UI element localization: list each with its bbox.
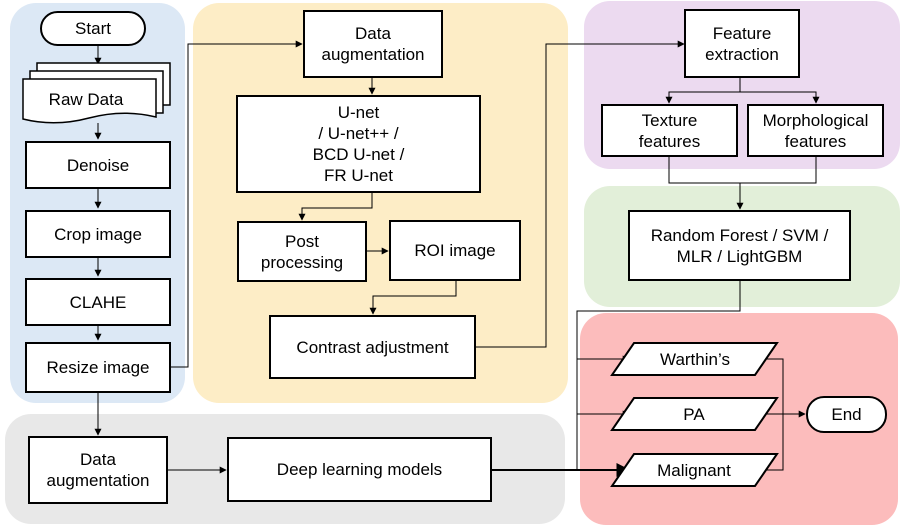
edge-contrast-features xyxy=(476,40,685,348)
edge-features-texture xyxy=(665,77,741,104)
post-processing-label: Post processing xyxy=(260,231,344,272)
seg-data-augmentation-label: Data augmentation xyxy=(321,24,425,64)
clahe-node: CLAHE xyxy=(25,278,171,326)
roi-image-label: ROI image xyxy=(414,241,496,260)
contrast-adjustment-label: Contrast adjustment xyxy=(296,337,449,357)
seg-data-augmentation-node: Data augmentation xyxy=(303,10,443,78)
denoise-node: Denoise xyxy=(25,141,171,189)
start-label: Start xyxy=(75,19,111,38)
feature-extraction-node: Feature extraction xyxy=(684,9,800,78)
resize-image-node: Resize image xyxy=(25,342,171,393)
edge-roi-contrast xyxy=(369,281,457,315)
raw-data-label: Raw Data xyxy=(49,90,124,109)
clahe-label: CLAHE xyxy=(69,292,127,312)
end-node: End xyxy=(806,396,887,433)
start-node: Start xyxy=(40,11,146,46)
unet-models-label: U-net / U-net++ / BCD U-net / FR U-net xyxy=(312,103,405,185)
edge-resize-segaug xyxy=(168,40,303,368)
ml-models-label: Random Forest / SVM / MLR / LightGBM xyxy=(650,225,829,266)
feature-extraction-label: Feature extraction xyxy=(705,23,779,64)
ml-models-node: Random Forest / SVM / MLR / LightGBM xyxy=(628,210,851,281)
malignant-shape xyxy=(610,453,779,487)
crop-image-label: Crop image xyxy=(54,224,142,244)
crop-image-node: Crop image xyxy=(25,210,171,258)
edge-texture-ml xyxy=(668,157,744,210)
dl-data-augmentation-node: Data augmentation xyxy=(28,436,168,504)
warthins-label: Warthin’s xyxy=(660,350,730,369)
pa-label: PA xyxy=(683,405,705,424)
roi-image-node: ROI image xyxy=(389,220,521,281)
morphological-features-node: Morphological features xyxy=(747,104,884,157)
post-processing-node: Post processing xyxy=(237,221,367,282)
edge-unet-post xyxy=(298,193,373,221)
resize-image-label: Resize image xyxy=(46,358,150,377)
denoise-label: Denoise xyxy=(66,155,130,175)
warthins-shape xyxy=(610,342,779,376)
edge-features-morph xyxy=(740,91,820,104)
unet-models-node: U-net / U-net++ / BCD U-net / FR U-net xyxy=(236,95,481,193)
raw-data-document-shape xyxy=(22,62,171,124)
end-label: End xyxy=(831,405,862,424)
edge-morph-ml xyxy=(740,157,817,184)
dl-data-augmentation-label: Data augmentation xyxy=(46,450,150,490)
malignant-label: Malignant xyxy=(657,461,731,480)
edge-ml-outcomes xyxy=(576,281,741,470)
pa-shape xyxy=(610,397,779,431)
contrast-adjustment-node: Contrast adjustment xyxy=(269,315,476,379)
texture-features-node: Texture features xyxy=(601,104,738,157)
deep-learning-models-label: Deep learning models xyxy=(276,460,443,479)
texture-features-label: Texture features xyxy=(638,110,701,151)
deep-learning-models-node: Deep learning models xyxy=(227,437,492,502)
morphological-features-label: Morphological features xyxy=(762,110,869,151)
